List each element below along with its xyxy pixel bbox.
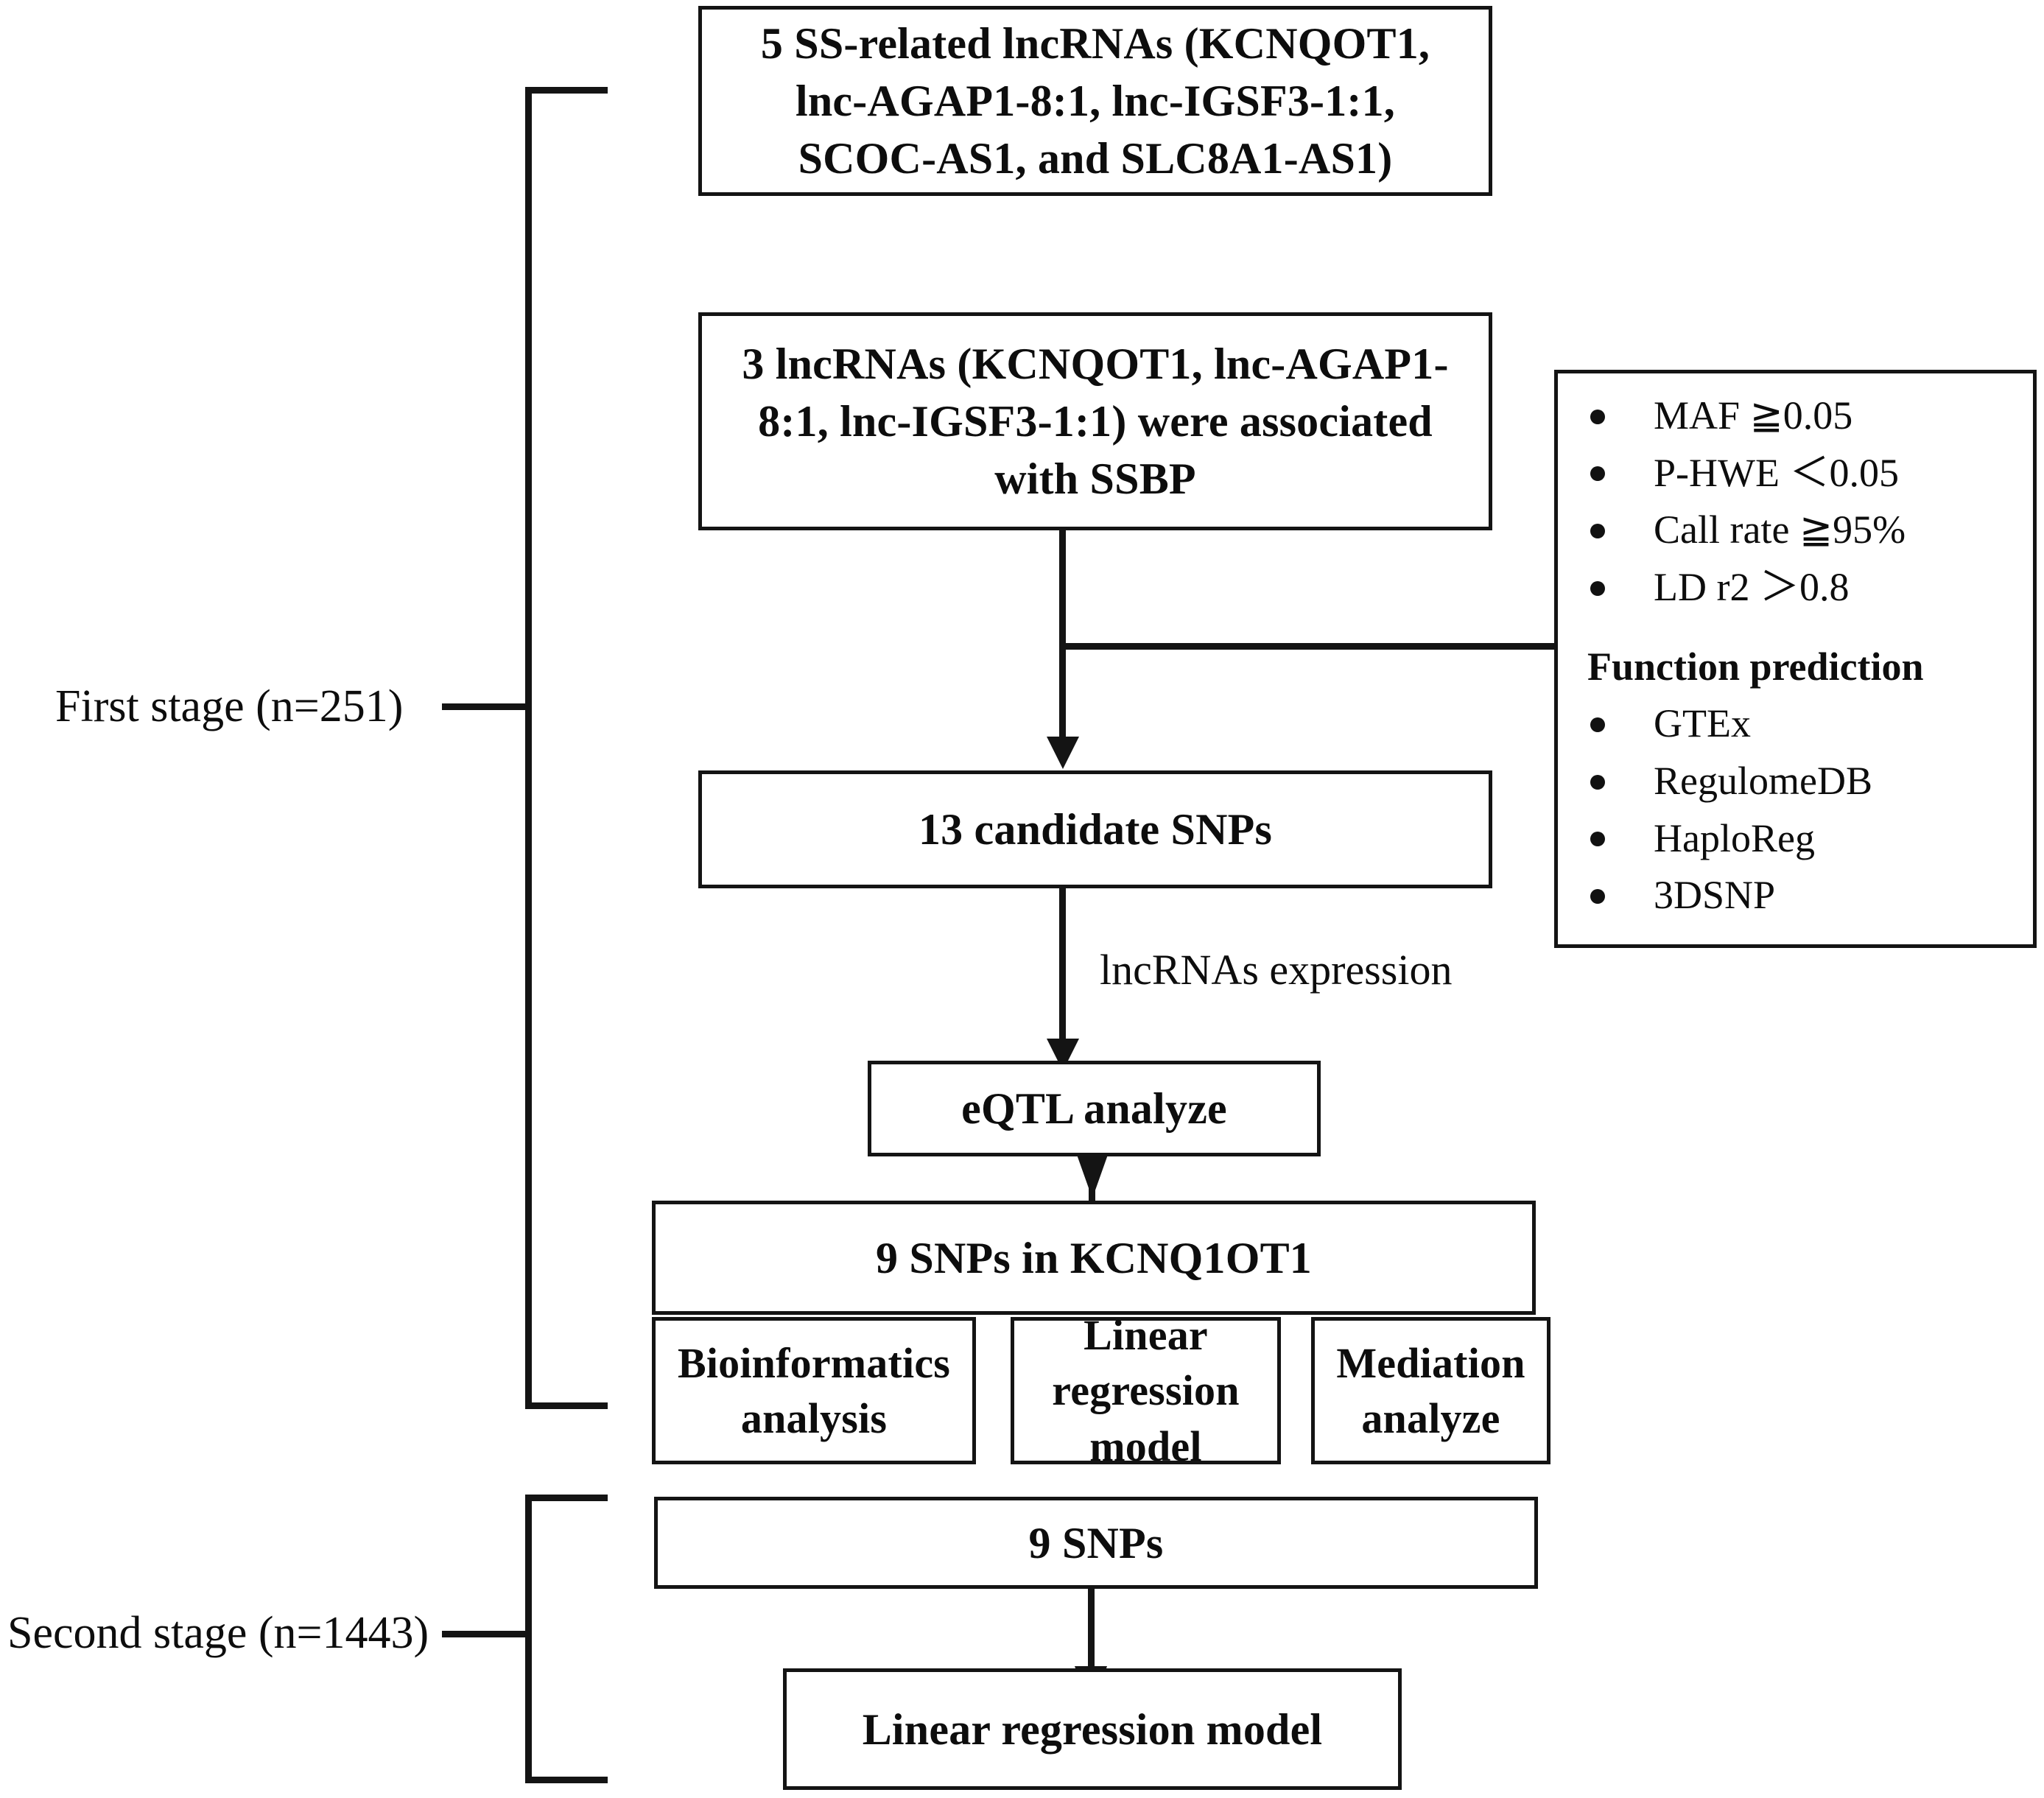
second-stage-bracket-bottom — [525, 1777, 608, 1783]
node-candidate-snps-label: 13 candidate SNPs — [918, 805, 1273, 854]
node-linear-model-1-label: Linear regression model — [1052, 1310, 1240, 1470]
first-stage-bracket-bottom — [525, 1402, 608, 1409]
node-candidate-snps: 13 candidate SNPs — [698, 770, 1492, 888]
node-lncrnas-3-label: 3 lncRNAs (KCNQOT1, lnc-AGAP1- 8:1, lnc-… — [742, 340, 1449, 503]
edge-snps9-to-linear-line — [1088, 1589, 1095, 1713]
criteria-tool-regulomedb: RegulomeDB — [1583, 758, 2020, 805]
node-snps-9-label: 9 SNPs — [1028, 1518, 1164, 1567]
edge-candidate-to-eqtl-line — [1059, 888, 1066, 1047]
edge-lncrnas3-to-candidate-arrowhead — [1047, 737, 1079, 769]
edge-eqtl-to-kcnq1ot1-arrowhead — [1076, 1153, 1109, 1198]
first-stage-bracket-connector — [442, 703, 530, 710]
second-stage-bracket-connector — [442, 1631, 530, 1637]
criteria-tool-regulomedb-label: RegulomeDB — [1654, 758, 1872, 803]
criteria-tool-3dsnp: 3DSNP — [1583, 872, 2020, 919]
bullet-icon — [1590, 580, 1605, 596]
bullet-icon — [1590, 774, 1605, 790]
criteria-panel: MAF ≧0.05 P-HWE ＜0.05 Call rate ≧95% LD … — [1554, 370, 2037, 948]
node-linear-model-1: Linear regression model — [1011, 1311, 1281, 1470]
criteria-item-phwe: P-HWE ＜0.05 — [1583, 450, 2020, 497]
node-lncrnas-5-label: 5 SS-related lncRNAs (KCNQOT1, lnc-AGAP1… — [760, 19, 1430, 183]
node-mediation-label: Mediation analyze — [1336, 1338, 1525, 1442]
bullet-icon — [1590, 524, 1605, 539]
first-stage-bracket-spine — [525, 87, 532, 1409]
criteria-item-maf-label: MAF ≧0.05 — [1654, 393, 1853, 438]
node-lncrnas-3: 3 lncRNAs (KCNQOT1, lnc-AGAP1- 8:1, lnc-… — [698, 312, 1492, 530]
criteria-item-callrate: Call rate ≧95% — [1583, 507, 2020, 554]
criteria-connector-line — [1063, 643, 1558, 650]
criteria-tool-gtex: GTEx — [1583, 700, 2020, 748]
criteria-item-ld: LD r2 ＞0.8 — [1583, 564, 2020, 611]
first-stage-bracket-top — [525, 87, 608, 94]
node-lncrnas-5: 5 SS-related lncRNAs (KCNQOT1, lnc-AGAP1… — [698, 6, 1492, 196]
criteria-filter-list: MAF ≧0.05 P-HWE ＜0.05 Call rate ≧95% LD … — [1583, 393, 2020, 611]
criteria-tool-list: GTEx RegulomeDB HaploReg 3DSNP — [1583, 700, 2020, 919]
criteria-tool-haploreg-label: HaploReg — [1654, 815, 1815, 860]
bullet-icon — [1590, 889, 1605, 905]
criteria-item-callrate-label: Call rate ≧95% — [1654, 508, 1906, 552]
edge-lncrnas3-to-candidate-line — [1059, 530, 1066, 742]
node-eqtl-analyze-label: eQTL analyze — [961, 1084, 1227, 1133]
criteria-tool-gtex-label: GTEx — [1654, 701, 1751, 746]
node-snps-kcnq1ot1: 9 SNPs in KCNQ1OT1 — [652, 1201, 1536, 1315]
second-stage-bracket-spine — [525, 1495, 532, 1783]
criteria-item-ld-label: LD r2 ＞0.8 — [1654, 565, 1850, 610]
edge-candidate-to-eqtl-label: lncRNAs expression — [1100, 946, 1453, 994]
node-snps-9: 9 SNPs — [654, 1497, 1538, 1589]
node-linear-model-2-label: Linear regression model — [862, 1704, 1323, 1754]
node-linear-model-2: Linear regression model — [783, 1668, 1402, 1790]
node-mediation: Mediation analyze — [1311, 1317, 1550, 1464]
criteria-item-maf: MAF ≧0.05 — [1583, 393, 2020, 440]
criteria-function-prediction-heading: Function prediction — [1587, 644, 1924, 689]
node-bioinformatics: Bioinformatics analysis — [652, 1317, 976, 1464]
second-stage-bracket-top — [525, 1495, 608, 1501]
criteria-tool-3dsnp-label: 3DSNP — [1654, 873, 1776, 918]
node-eqtl-analyze: eQTL analyze — [868, 1061, 1321, 1156]
first-stage-label: First stage (n=251) — [55, 681, 404, 731]
node-bioinformatics-label: Bioinformatics analysis — [677, 1338, 951, 1442]
bullet-icon — [1590, 409, 1605, 424]
criteria-tool-haploreg: HaploReg — [1583, 815, 2020, 863]
bullet-icon — [1590, 832, 1605, 847]
node-snps-kcnq1ot1-label: 9 SNPs in KCNQ1OT1 — [875, 1233, 1313, 1282]
bullet-icon — [1590, 466, 1605, 482]
second-stage-label: Second stage (n=1443) — [7, 1608, 429, 1658]
bullet-icon — [1590, 717, 1605, 732]
criteria-item-phwe-label: P-HWE ＜0.05 — [1654, 450, 1899, 495]
